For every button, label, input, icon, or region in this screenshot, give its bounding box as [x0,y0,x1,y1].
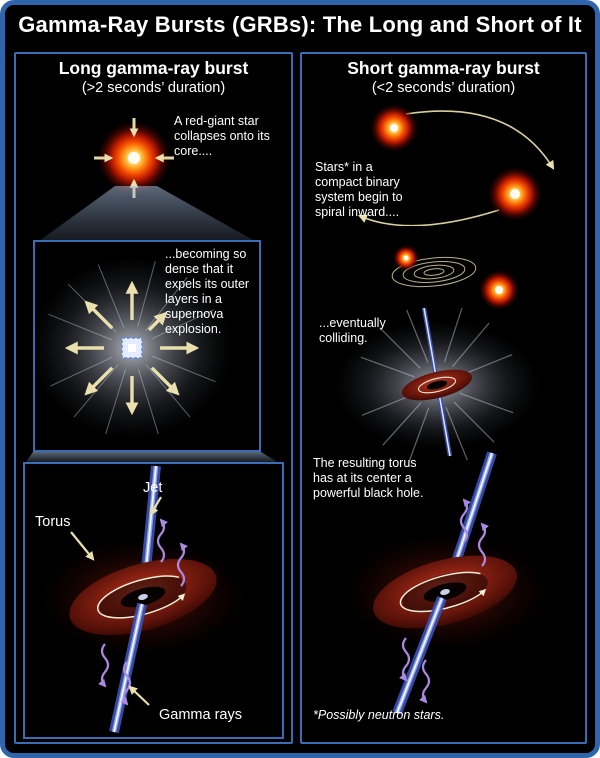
short-grb-heading: Short gamma-ray burst [347,58,540,78]
collision-illustration [335,307,539,462]
footnote: *Possibly neutron stars. [313,708,445,722]
long-grb-heading: Long gamma-ray burst [58,58,249,78]
jet-label: Jet [143,480,163,496]
torus-box: Jet Torus Gamma rays [23,462,284,739]
torus-label: Torus [35,514,71,530]
torus-black-hole-illustration [343,451,547,715]
binary-caption: Stars* in a compact binary system begin … [315,160,403,219]
supernova-box: ...becoming so dense that it expels its … [33,240,261,452]
gamma-rays-label: Gamma rays [159,707,242,723]
short-grb-panel: Short gamma-ray burst (<2 seconds’ durat… [300,52,587,744]
resulting-torus-caption: The resulting torus has at its center a … [313,456,424,500]
collapse-caption: A red-giant star collapses onto its core… [174,114,270,158]
long-grb-panel: Long gamma-ray burst (>2 seconds’ durati… [14,52,293,744]
supernova-funnel-shape [25,452,279,463]
inspiral-illustration [391,245,519,310]
long-grb-subheading: (>2 seconds’ duration) [81,80,226,96]
page-title: Gamma-Ray Bursts (GRBs): The Long and Sh… [18,12,582,37]
binary-stars-illustration [357,104,555,226]
supernova-caption: ...becoming so dense that it expels its … [165,247,250,336]
supernova-explosion-illustration [35,258,232,438]
torus-jet-gamma-illustration [41,465,245,734]
collapse-funnel-shape [35,186,260,244]
colliding-caption: ...eventually colliding. [319,316,386,345]
short-grb-subheading: (<2 seconds’ duration) [371,80,516,96]
